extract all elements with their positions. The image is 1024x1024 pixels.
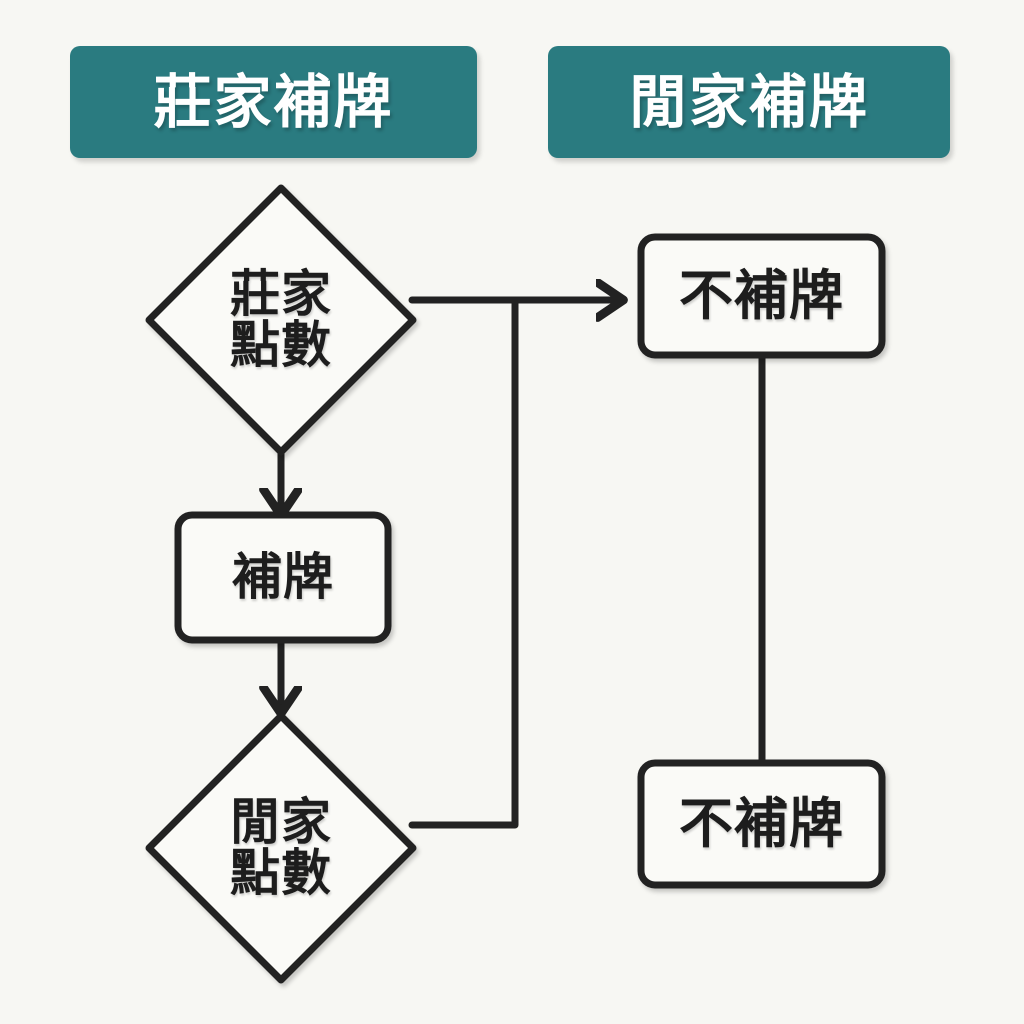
node-player-points-shape[interactable]	[145, 712, 417, 984]
header-player-draw: 閒家補牌	[548, 46, 950, 158]
node-banker-points-shape[interactable]	[145, 184, 417, 456]
header-player-draw-label: 閒家補牌	[628, 68, 869, 136]
node-no-draw-top-shape[interactable]	[637, 233, 886, 359]
header-banker-draw-label: 莊家補牌	[153, 68, 394, 136]
header-banker-draw: 莊家補牌	[70, 46, 477, 158]
node-banker-draw-shape[interactable]	[174, 511, 392, 644]
connector-player-points-to-no-draw-top	[408, 296, 519, 829]
node-no-draw-bottom-shape[interactable]	[637, 759, 886, 889]
